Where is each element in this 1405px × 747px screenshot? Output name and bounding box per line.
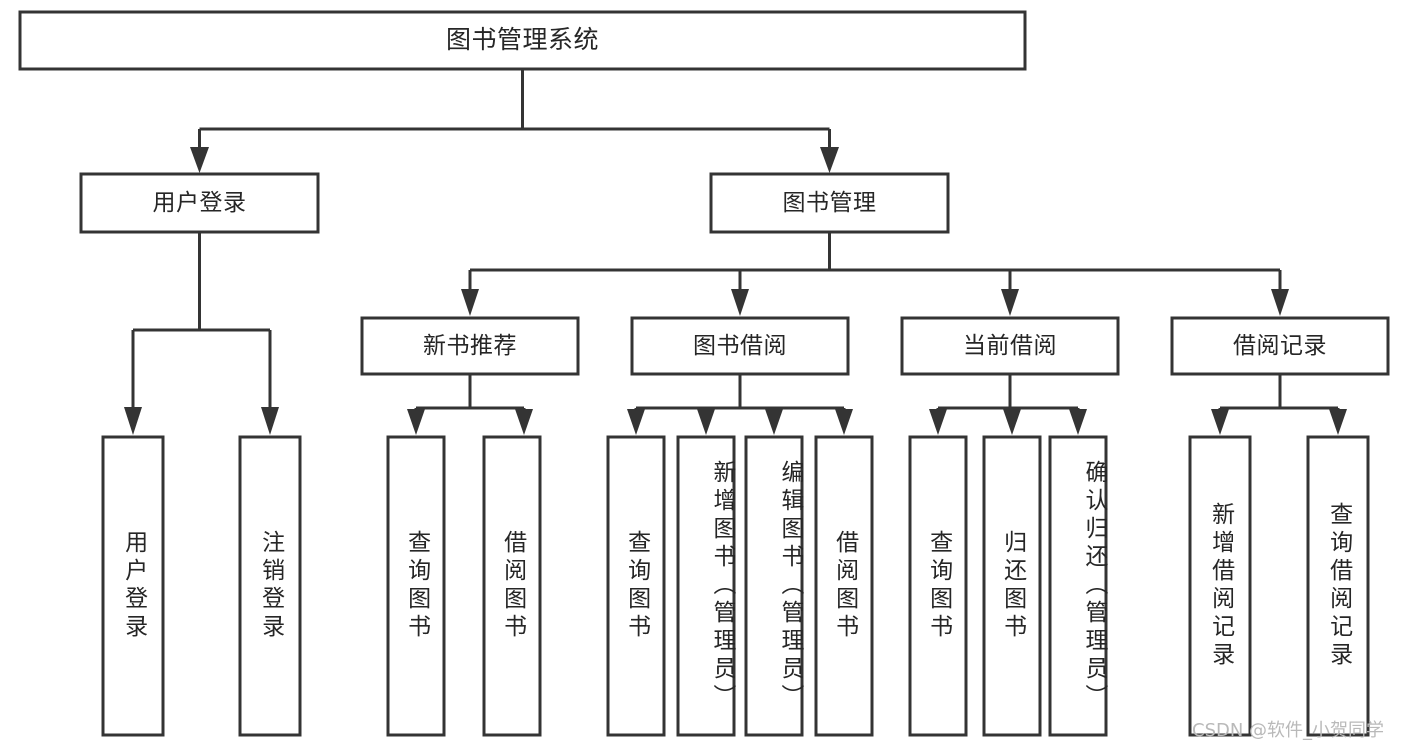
connector-group-book-management — [461, 232, 1289, 316]
node-box-level3-0[interactable] — [360, 316, 580, 376]
node-box-level3-3[interactable] — [1170, 316, 1390, 376]
connector-group-root — [190, 69, 839, 173]
node-box-leaf-4[interactable] — [606, 435, 666, 737]
csdn-watermark: CSDN @软件_小贺同学 — [1192, 720, 1385, 741]
node-box-leaf-12[interactable] — [1306, 435, 1370, 737]
node-box-leaf-10[interactable] — [1048, 435, 1108, 737]
node-box-leaf-9[interactable] — [982, 435, 1042, 737]
node-box-level3-1[interactable] — [630, 316, 850, 376]
connector-group-current-borrow — [929, 374, 1087, 435]
connector-group-book-borrow — [627, 374, 853, 435]
node-rect-group — [18, 10, 1390, 737]
connector-group-borrow-records — [1211, 374, 1347, 435]
node-box-leaf-6[interactable] — [744, 435, 804, 737]
node-box-leaf-2[interactable] — [386, 435, 446, 737]
node-box-leaf-11[interactable] — [1188, 435, 1252, 737]
node-box-level2-1[interactable] — [709, 172, 950, 234]
node-box-leaf-5[interactable] — [676, 435, 736, 737]
node-box-leaf-0[interactable] — [101, 435, 165, 737]
node-box-leaf-1[interactable] — [238, 435, 302, 737]
node-box-leaf-8[interactable] — [908, 435, 968, 737]
node-box-root[interactable] — [18, 10, 1027, 71]
node-box-leaf-3[interactable] — [482, 435, 542, 737]
connector-group-user-login — [124, 232, 279, 435]
connector-group-new-book-rec — [407, 374, 533, 435]
node-box-level3-2[interactable] — [900, 316, 1120, 376]
node-box-leaf-7[interactable] — [814, 435, 874, 737]
node-box-level2-0[interactable] — [79, 172, 320, 234]
